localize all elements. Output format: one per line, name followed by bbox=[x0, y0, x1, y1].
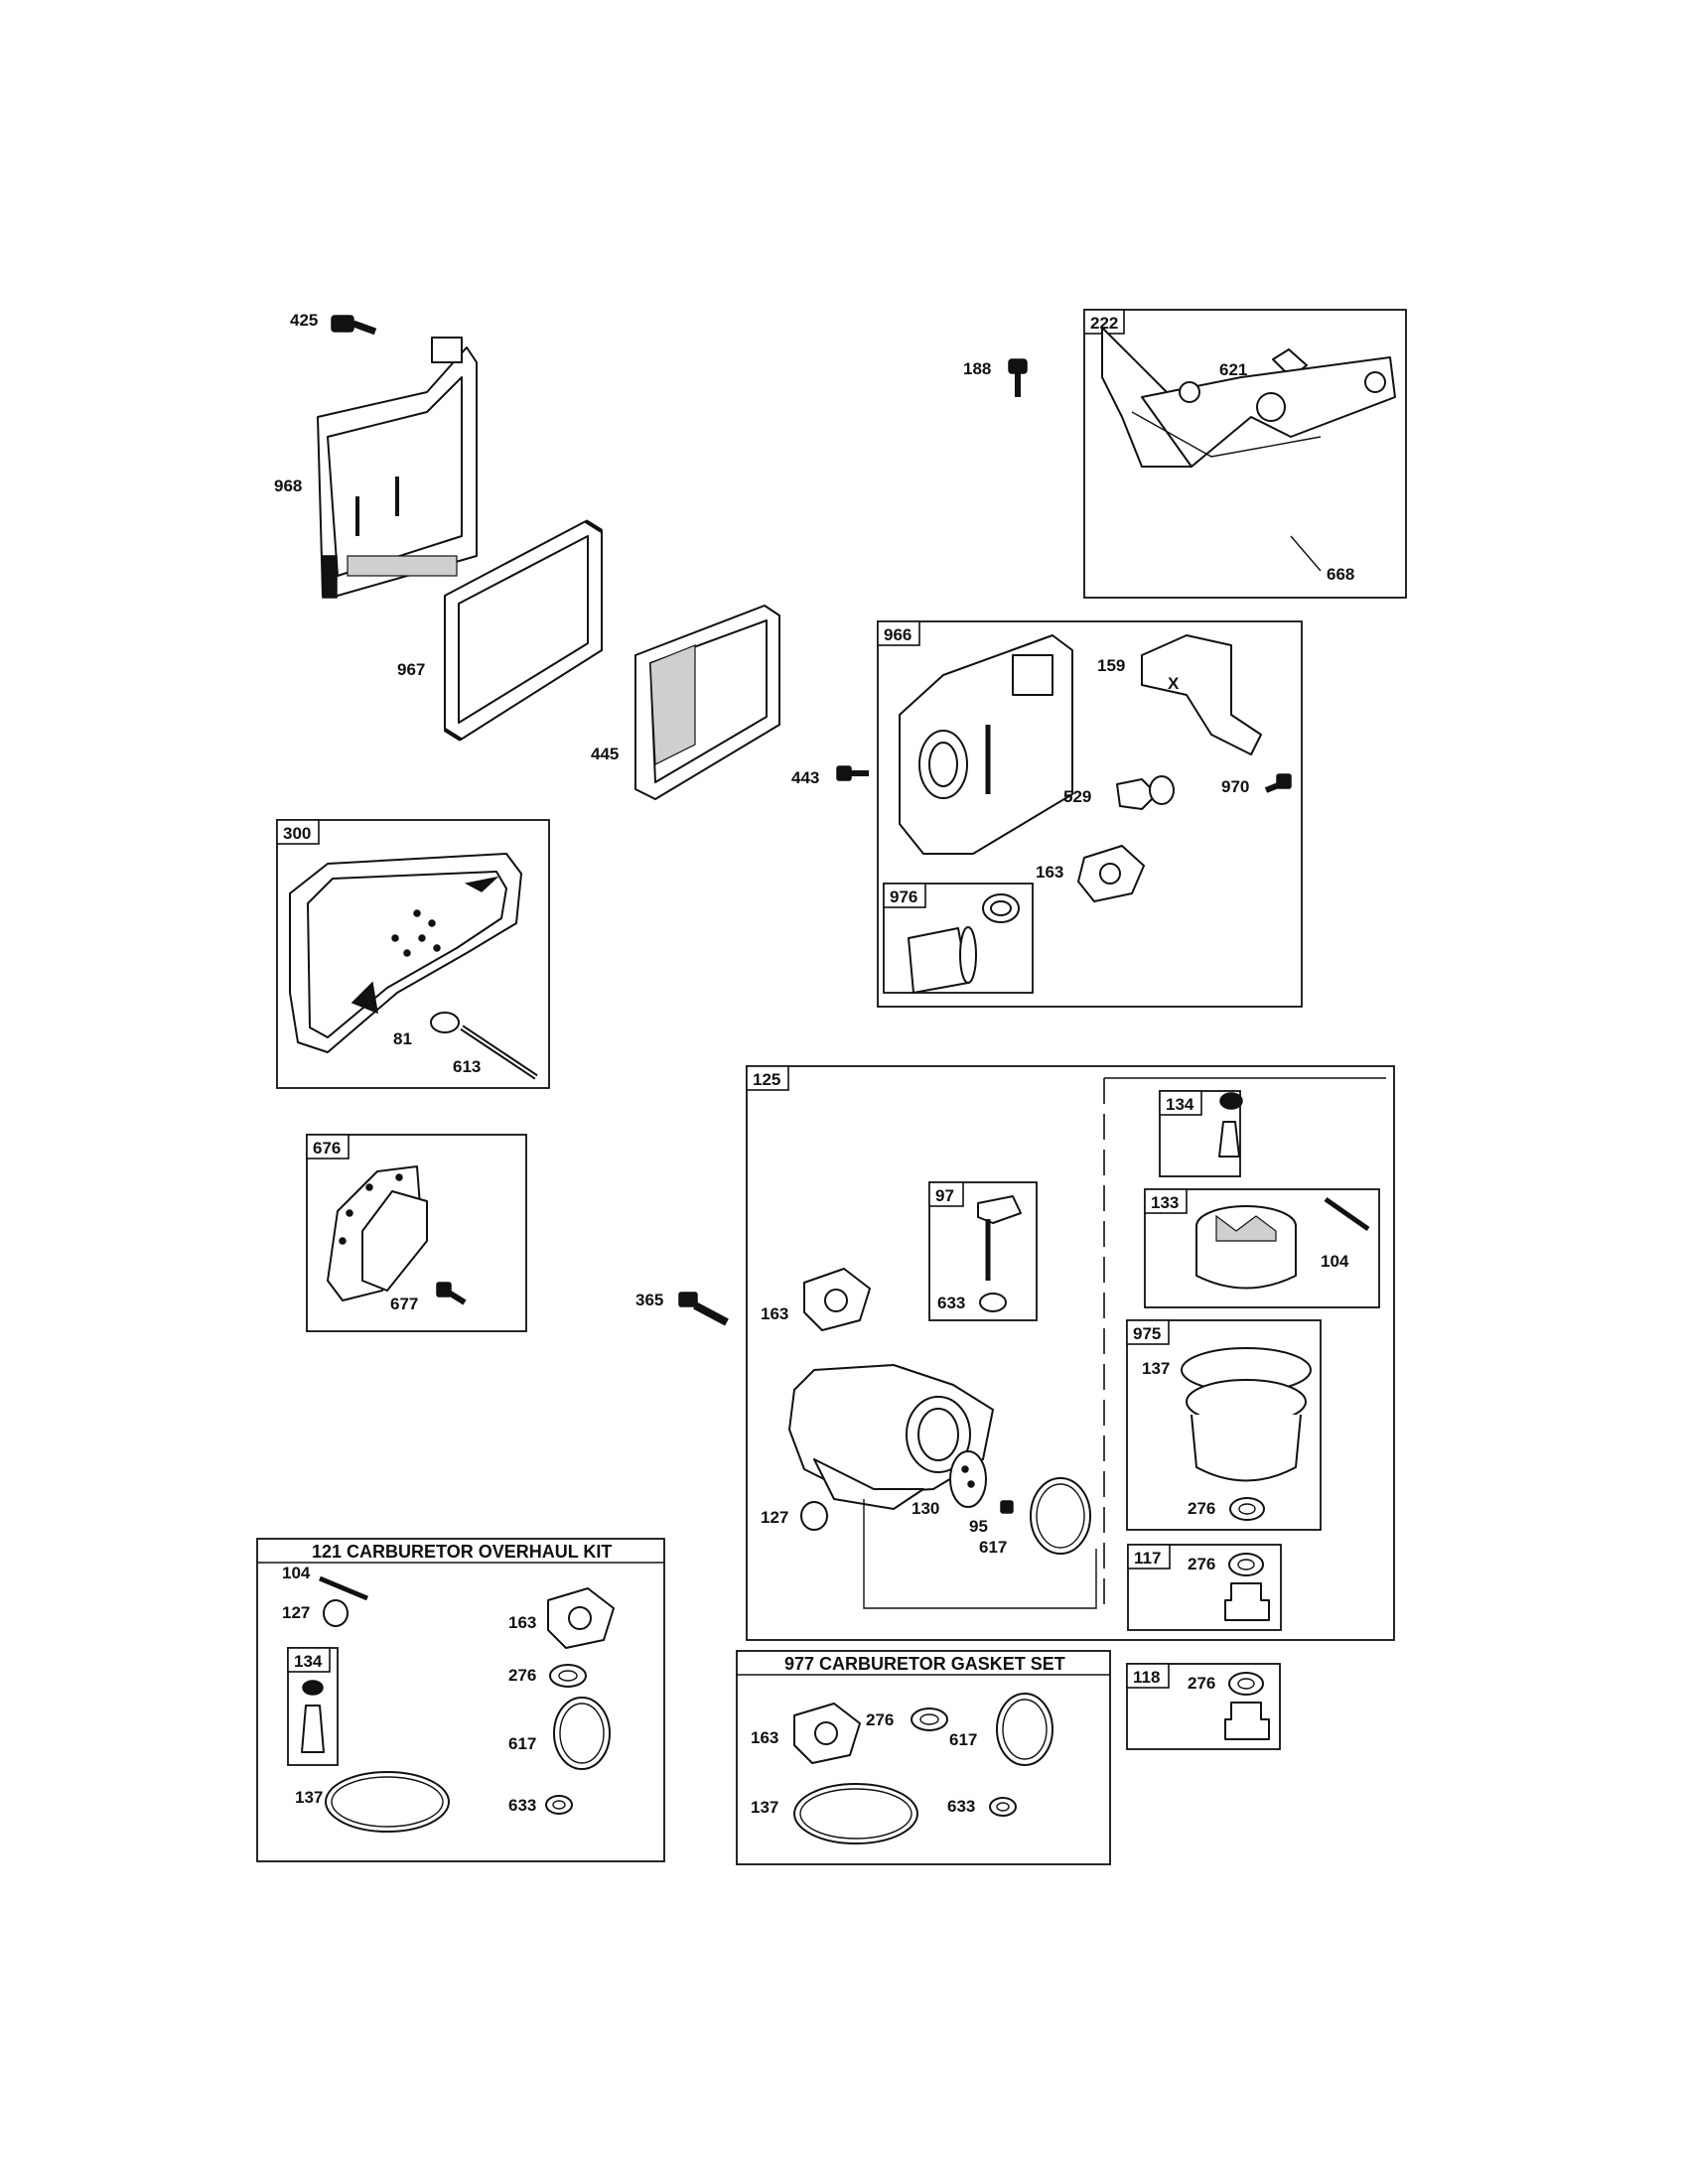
label-276-d: 276 bbox=[508, 1666, 536, 1685]
label-668: 668 bbox=[1327, 565, 1354, 584]
label-365: 365 bbox=[635, 1291, 663, 1309]
label-677: 677 bbox=[390, 1295, 418, 1313]
label-633-c: 633 bbox=[947, 1797, 975, 1816]
tag-125: 125 bbox=[753, 1070, 780, 1089]
tag-222: 222 bbox=[1090, 314, 1118, 333]
screw-188: 188 bbox=[963, 358, 1028, 397]
label-613: 613 bbox=[453, 1057, 481, 1076]
tag-300: 300 bbox=[283, 824, 311, 843]
base-group-966: 966 159 X 529 970 163 976 bbox=[877, 620, 1303, 1008]
screw-443: 443 bbox=[791, 765, 869, 787]
label-617-a: 617 bbox=[979, 1538, 1007, 1557]
label-163-c: 163 bbox=[508, 1613, 536, 1632]
label-967: 967 bbox=[397, 660, 425, 679]
label-127-b: 127 bbox=[282, 1603, 310, 1622]
guard-group-676: 676 677 bbox=[306, 1134, 527, 1332]
tag-97: 97 bbox=[935, 1186, 954, 1205]
label-163-b: 163 bbox=[761, 1304, 788, 1323]
label-276-c: 276 bbox=[1188, 1674, 1215, 1693]
label-159: 159 bbox=[1097, 656, 1125, 675]
label-127-a: 127 bbox=[761, 1508, 788, 1527]
tag-975: 975 bbox=[1133, 1324, 1161, 1343]
part-group-118: 118 276 bbox=[1126, 1663, 1281, 1750]
label-445: 445 bbox=[591, 745, 619, 763]
label-529: 529 bbox=[1063, 787, 1091, 806]
label-621: 621 bbox=[1219, 360, 1247, 379]
bolt-425: 425 bbox=[290, 311, 377, 336]
label-137-b: 137 bbox=[295, 1788, 323, 1807]
svg-text:X: X bbox=[1168, 674, 1180, 693]
overhaul-kit-title: 121 CARBURETOR OVERHAUL KIT bbox=[312, 1542, 612, 1562]
label-104-b: 104 bbox=[282, 1564, 311, 1582]
label-130: 130 bbox=[912, 1499, 939, 1518]
carburetor-group-125: 125 97 633 163 127 130 95 617 134 bbox=[746, 1065, 1395, 1641]
label-163-d: 163 bbox=[751, 1728, 778, 1747]
tag-966: 966 bbox=[884, 625, 912, 644]
control-bracket-group-222: 222 621 668 bbox=[1083, 309, 1407, 599]
label-95: 95 bbox=[969, 1517, 988, 1536]
label-425: 425 bbox=[290, 311, 318, 330]
air-filter-967: 967 bbox=[397, 519, 604, 742]
muffler-group-300: 300 81 613 bbox=[276, 819, 550, 1089]
label-968: 968 bbox=[274, 477, 302, 495]
label-276-b: 276 bbox=[1188, 1555, 1215, 1573]
tag-133: 133 bbox=[1151, 1193, 1179, 1212]
tag-134-b: 134 bbox=[294, 1652, 323, 1671]
stud-365: 365 bbox=[635, 1291, 729, 1326]
label-276-e: 276 bbox=[866, 1710, 894, 1729]
label-188: 188 bbox=[963, 359, 991, 378]
label-633-b: 633 bbox=[508, 1796, 536, 1815]
gasket-set-977: 977 CARBURETOR GASKET SET 163 276 617 13… bbox=[736, 1650, 1111, 1865]
tag-976: 976 bbox=[890, 887, 917, 906]
label-81: 81 bbox=[393, 1029, 412, 1048]
label-617-b: 617 bbox=[508, 1734, 536, 1753]
label-617-c: 617 bbox=[949, 1730, 977, 1749]
label-970: 970 bbox=[1221, 777, 1249, 796]
tag-676: 676 bbox=[313, 1139, 341, 1158]
pre-cleaner-445: 445 bbox=[591, 605, 780, 800]
overhaul-kit-121: 121 CARBURETOR OVERHAUL KIT 104 127 134 … bbox=[256, 1538, 665, 1862]
gasket-set-title: 977 CARBURETOR GASKET SET bbox=[784, 1654, 1065, 1674]
label-633-a: 633 bbox=[937, 1294, 965, 1312]
label-137-a: 137 bbox=[1142, 1359, 1170, 1378]
label-104-a: 104 bbox=[1321, 1252, 1349, 1271]
tag-118: 118 bbox=[1133, 1668, 1160, 1687]
label-443: 443 bbox=[791, 768, 819, 787]
label-137-c: 137 bbox=[751, 1798, 778, 1817]
label-276-a: 276 bbox=[1188, 1499, 1215, 1518]
label-163-a: 163 bbox=[1036, 863, 1063, 882]
tag-134-a: 134 bbox=[1166, 1095, 1194, 1114]
air-cleaner-base-968: 968 bbox=[274, 337, 478, 599]
tag-117: 117 bbox=[1134, 1549, 1161, 1568]
